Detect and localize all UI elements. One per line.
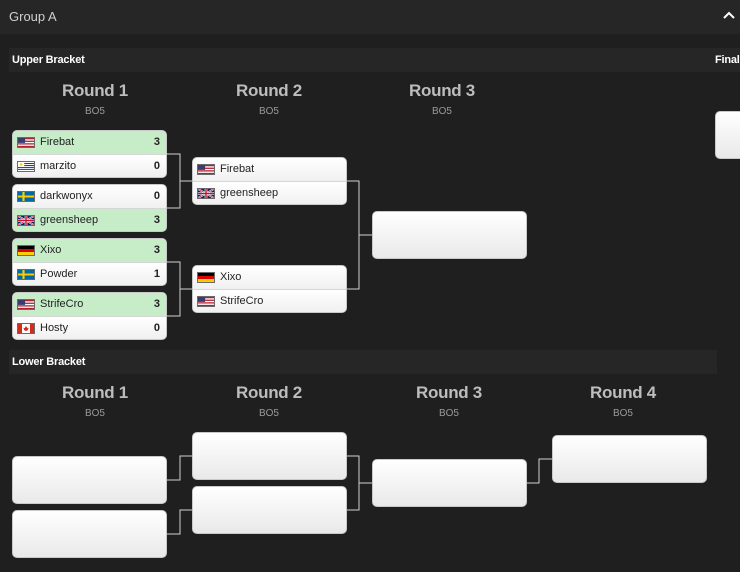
lower-round-2-title: Round 2 — [236, 383, 302, 402]
upper-bracket-label: Upper Bracket — [12, 54, 85, 66]
lower-r2-match-2-empty[interactable] — [192, 486, 347, 534]
final-match-empty[interactable] — [715, 111, 740, 159]
player-row[interactable]: greensheep — [193, 181, 346, 204]
upper-round-1-format: BO5 — [84, 106, 105, 117]
player-score: 3 — [153, 136, 160, 148]
lower-bracket-bar — [9, 350, 717, 374]
player-name: Hosty — [40, 322, 69, 334]
upper-r1-match-3[interactable]: Xixo 3 Powder 1 — [12, 238, 167, 286]
collapse-chevron-up-icon[interactable] — [719, 7, 739, 25]
player-row[interactable]: Xixo — [193, 266, 346, 289]
player-row[interactable]: marzito 0 — [13, 154, 166, 177]
upper-round-3-title: Round 3 — [409, 81, 475, 100]
us-flag-icon — [17, 299, 35, 310]
upper-r2-match-1[interactable]: Firebat greensheep — [192, 157, 347, 205]
player-score: 0 — [153, 322, 160, 334]
upper-round-2-title: Round 2 — [236, 81, 302, 100]
player-name: Powder — [40, 268, 78, 280]
germany-flag-icon — [197, 272, 215, 283]
upper-bracket-bar — [9, 48, 740, 72]
us-flag-icon — [197, 164, 215, 175]
us-flag-icon — [17, 137, 35, 148]
upper-r1-match-4[interactable]: StrifeCro 3 Hosty 0 — [12, 292, 167, 340]
lower-round-2-format: BO5 — [258, 408, 279, 419]
uk-flag-icon — [197, 188, 215, 199]
sweden-flag-icon — [17, 191, 35, 202]
lower-round-4-format: BO5 — [612, 408, 633, 419]
player-name: greensheep — [220, 187, 279, 199]
upper-r1-match-1[interactable]: Firebat 3 marzito 0 — [12, 130, 167, 178]
player-name: StrifeCro — [40, 298, 84, 310]
lower-round-3-format: BO5 — [438, 408, 459, 419]
player-score: 0 — [153, 160, 160, 172]
player-score: 3 — [153, 244, 160, 256]
upper-r1-match-2[interactable]: darkwonyx 0 greensheep 3 — [12, 184, 167, 232]
upper-round-1-title: Round 1 — [62, 81, 128, 100]
player-name: StrifeCro — [220, 295, 264, 307]
canada-flag-icon — [17, 323, 35, 334]
lower-round-1-format: BO5 — [84, 408, 105, 419]
player-name: marzito — [40, 160, 77, 172]
player-score: 3 — [153, 298, 160, 310]
player-row[interactable]: greensheep 3 — [13, 208, 166, 231]
player-score: 1 — [153, 268, 160, 280]
group-title: Group A — [9, 9, 57, 24]
lower-round-1-title: Round 1 — [62, 383, 128, 402]
uk-flag-icon — [17, 215, 35, 226]
player-name: Firebat — [220, 163, 255, 175]
player-row[interactable]: Firebat — [193, 158, 346, 181]
player-name: Xixo — [40, 244, 62, 256]
player-score: 3 — [153, 214, 160, 226]
player-name: Xixo — [220, 271, 242, 283]
player-row[interactable]: Xixo 3 — [13, 239, 166, 262]
lower-round-4-title: Round 4 — [590, 383, 656, 402]
germany-flag-icon — [17, 245, 35, 256]
lower-r3-match-empty[interactable] — [372, 459, 527, 507]
lower-r4-match-empty[interactable] — [552, 435, 707, 483]
upper-r3-match-empty[interactable] — [372, 211, 527, 259]
upper-round-3-format: BO5 — [431, 106, 452, 117]
player-row[interactable]: Hosty 0 — [13, 316, 166, 339]
group-header[interactable] — [0, 0, 740, 34]
final-label: Final — [715, 54, 740, 66]
us-flag-icon — [197, 296, 215, 307]
upper-r2-match-2[interactable]: Xixo StrifeCro — [192, 265, 347, 313]
player-row[interactable]: darkwonyx 0 — [13, 185, 166, 208]
lower-bracket-label: Lower Bracket — [12, 356, 86, 368]
player-name: darkwonyx — [40, 190, 93, 202]
upper-round-2-format: BO5 — [258, 106, 279, 117]
lower-r2-match-1-empty[interactable] — [192, 432, 347, 480]
player-score: 0 — [153, 190, 160, 202]
player-name: Firebat — [40, 136, 75, 148]
player-row[interactable]: Powder 1 — [13, 262, 166, 285]
player-row[interactable]: Firebat 3 — [13, 131, 166, 154]
player-name: greensheep — [40, 214, 99, 226]
player-row[interactable]: StrifeCro 3 — [13, 293, 166, 316]
sweden-flag-icon — [17, 269, 35, 280]
player-row[interactable]: StrifeCro — [193, 289, 346, 312]
lower-r1-match-2-empty[interactable] — [12, 510, 167, 558]
uruguay-flag-icon — [17, 161, 35, 172]
lower-round-3-title: Round 3 — [416, 383, 482, 402]
lower-r1-match-1-empty[interactable] — [12, 456, 167, 504]
